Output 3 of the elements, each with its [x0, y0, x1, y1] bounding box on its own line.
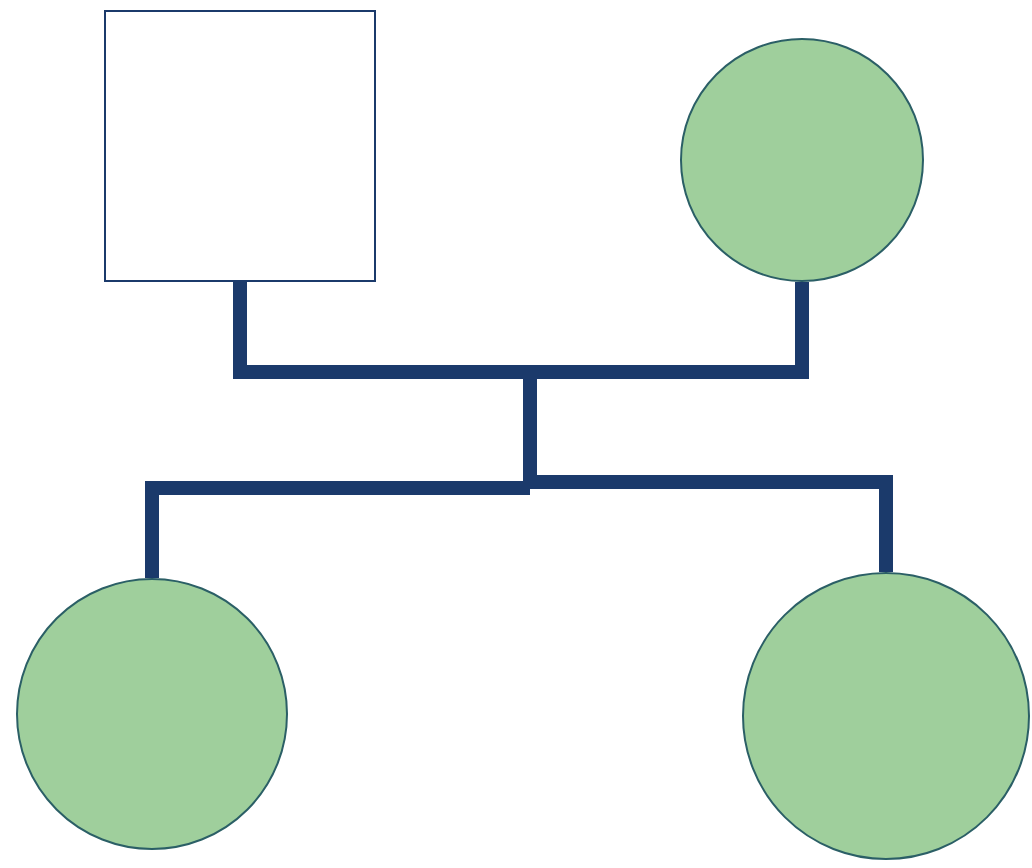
male-square [104, 10, 376, 282]
pedigree-line [145, 481, 530, 578]
pedigree-line [530, 475, 893, 572]
